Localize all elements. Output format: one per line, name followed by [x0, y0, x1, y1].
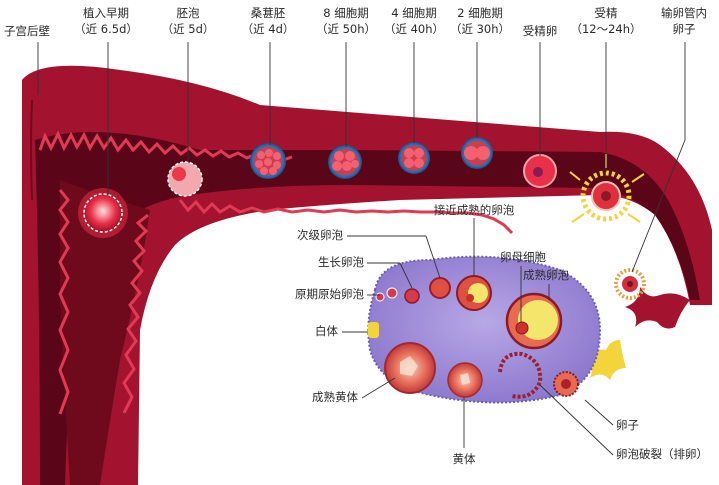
label-four-cell-name: 4 细胞期: [391, 6, 437, 20]
eight-cell-embryo: [328, 145, 362, 179]
label-two-cell: 2 细胞期 （近 30h）: [450, 6, 510, 37]
label-two-cell-time: （近 30h）: [449, 21, 511, 36]
fertilized-egg: [523, 154, 557, 188]
label-mature-follicle: 成熟卵泡: [523, 268, 569, 282]
label-four-cell-time: （近 40h）: [383, 21, 445, 36]
label-eight-cell-time: （近 50h）: [315, 21, 377, 36]
morula-embryo: [250, 143, 286, 179]
label-nearly-mature-follicle: 接近成熟的卵泡: [433, 203, 515, 217]
label-corpus-albicans: 白体: [315, 324, 338, 338]
uterus: [22, 65, 712, 485]
label-eight-cell-name: 8 细胞期: [323, 6, 369, 20]
label-two-cell-name: 2 细胞期: [457, 6, 503, 20]
label-eight-cell: 8 细胞期 （近 50h）: [316, 6, 376, 37]
released-ovum: [553, 371, 579, 397]
early-implantation-embryo: [78, 188, 128, 238]
mature-follicle: [505, 292, 563, 350]
two-cell-embryo: [461, 137, 493, 169]
label-early-implantation-time: （近 6.5d）: [74, 21, 138, 36]
label-fertilized-egg: 受精卵: [522, 24, 558, 38]
label-morula-name: 桑葚胚: [250, 6, 286, 20]
label-fertilization-time: （12～24h）: [570, 21, 642, 36]
label-four-cell: 4 细胞期 （近 40h）: [384, 6, 444, 37]
secondary-follicle: [429, 277, 451, 299]
corpus-albicans: [368, 322, 379, 338]
label-uterine-back-wall: 子宫后壁: [4, 24, 50, 38]
label-fertilization: 受精 （12～24h）: [570, 6, 641, 37]
label-early-implantation-name: 植入早期: [83, 6, 129, 20]
label-secondary-follicle: 次级卵泡: [297, 228, 343, 242]
nearly-mature-follicle: [456, 275, 492, 311]
label-corpus-luteum: 黄体: [452, 452, 476, 466]
fimbriae: [584, 287, 690, 380]
label-early-implantation: 植入早期 （近 6.5d）: [74, 6, 138, 37]
label-primordial-follicle: 原期原始卵泡: [295, 287, 364, 301]
label-growing-follicle: 生长卵泡: [318, 255, 364, 269]
label-blastocyst-time: （近 5d）: [161, 21, 215, 36]
label-oocyte: 卵母细胞: [500, 250, 546, 264]
label-ovulation: 卵泡破裂（排卵）: [616, 447, 708, 461]
label-morula-time: （近 4d）: [241, 21, 295, 36]
label-egg-in-tube-line2: 卵子: [672, 21, 696, 36]
ruptured-follicle: [498, 351, 543, 399]
label-ovum: 卵子: [616, 418, 639, 432]
four-cell-embryo: [398, 142, 430, 174]
label-blastocyst-name: 胚泡: [176, 6, 200, 20]
label-morula: 桑葚胚 （近 4d）: [242, 6, 295, 37]
label-blastocyst: 胚泡 （近 5d）: [162, 6, 215, 37]
blastocyst-embryo: [167, 161, 203, 197]
label-egg-in-tube-line1: 输卵管内: [661, 6, 707, 20]
label-fertilization-name: 受精: [594, 6, 618, 20]
label-mature-corpus-luteum: 成熟黄体: [312, 390, 358, 404]
growing-follicle: [404, 288, 420, 304]
label-egg-in-tube: 输卵管内 卵子: [661, 6, 707, 37]
leader-lines: [37, 42, 686, 456]
egg-in-tube: [614, 268, 646, 300]
